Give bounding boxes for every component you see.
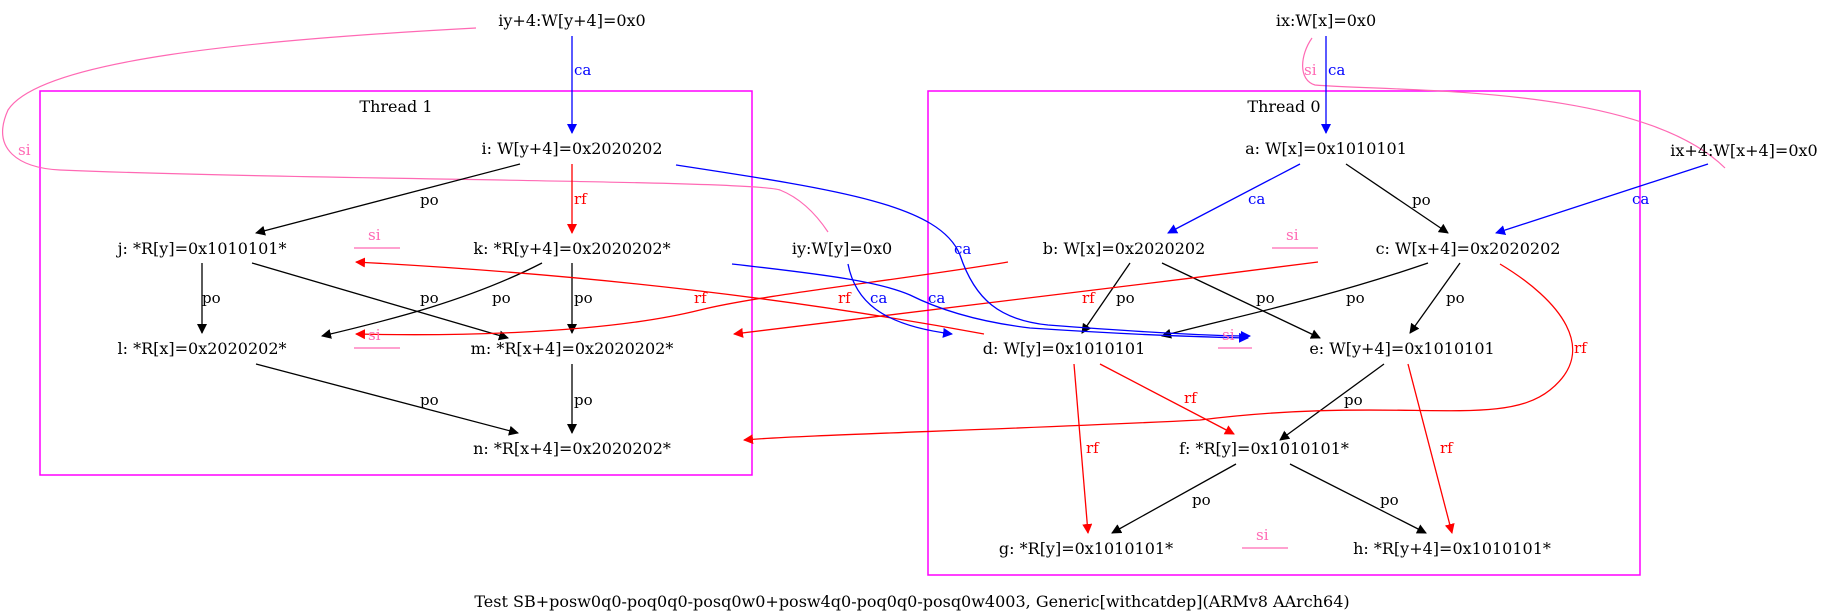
po-edges (197, 163, 1461, 534)
label-po: po (1446, 289, 1465, 307)
ca-edge-iy-e (731, 263, 1249, 343)
label-si: si (1256, 526, 1269, 544)
label-rf: rf (838, 289, 852, 307)
node-l: l: *R[x]=0x2020202* (117, 339, 286, 358)
nodes: iy+4:W[y+4]=0x0 ix:W[x]=0x0 ix+4:W[x+4]=… (116, 11, 1818, 558)
rf-edge-d-f (1099, 363, 1235, 435)
node-a: a: W[x]=0x1010101 (1245, 139, 1407, 158)
label-ca: ca (1632, 190, 1649, 208)
edge-labels: po po po po po po po po po po po po po p… (18, 61, 1649, 544)
node-m: m: *R[x+4]=0x2020202* (471, 339, 674, 358)
po-edge-i-j (255, 163, 521, 236)
label-si: si (18, 141, 31, 159)
label-po: po (1380, 491, 1399, 509)
rf-edges (355, 164, 1574, 534)
label-ca: ca (1248, 190, 1265, 208)
po-edge-b-e (1161, 262, 1321, 339)
ca-edge-iy-d (847, 263, 953, 338)
rf-edge-c-n (743, 263, 1574, 445)
node-d: d: W[y]=0x1010101 (983, 339, 1146, 358)
label-po: po (420, 391, 439, 409)
si-edge-iy4-iy (2, 27, 829, 233)
po-edge-j-m (251, 262, 509, 341)
po-edge-c-e (1409, 262, 1461, 334)
label-ca: ca (1328, 61, 1345, 79)
po-edge-e-f (1279, 363, 1385, 441)
label-rf: rf (1574, 339, 1588, 357)
label-po: po (1192, 491, 1211, 509)
label-po: po (1412, 191, 1431, 209)
node-c: c: W[x+4]=0x2020202 (1376, 239, 1561, 258)
label-si: si (1286, 226, 1299, 244)
node-e: e: W[y+4]=0x1010101 (1309, 339, 1494, 358)
po-edge-f-g (1111, 463, 1237, 534)
label-ca: ca (870, 289, 887, 307)
label-si: si (1304, 61, 1317, 79)
node-ix-init: ix:W[x]=0x0 (1276, 11, 1376, 30)
cluster-thread0-box (927, 90, 1641, 576)
node-ix4-init: ix+4:W[x+4]=0x0 (1670, 141, 1817, 160)
ca-edge-i-e (675, 164, 1251, 341)
node-i: i: W[y+4]=0x2020202 (481, 139, 662, 158)
ca-edge-a-b (1167, 163, 1301, 234)
label-po: po (420, 289, 439, 307)
rf-edge-b-l (355, 261, 1009, 340)
label-rf: rf (694, 289, 708, 307)
rf-edge-d-g (1073, 363, 1093, 534)
cluster-thread0-label: Thread 0 (1247, 97, 1320, 116)
cluster-thread1-label: Thread 1 (359, 97, 432, 116)
cluster-thread1-box (39, 90, 753, 476)
rf-edge-e-h (1407, 363, 1455, 534)
node-b: b: W[x]=0x2020202 (1043, 239, 1206, 258)
ca-edges (567, 36, 1709, 343)
label-rf: rf (1184, 389, 1198, 407)
label-po: po (574, 289, 593, 307)
label-rf: rf (1440, 439, 1454, 457)
node-f: f: *R[y]=0x1010101* (1179, 439, 1349, 458)
label-po: po (1346, 289, 1365, 307)
label-si: si (1222, 326, 1235, 344)
label-ca: ca (928, 289, 945, 307)
po-edge-b-d (1081, 262, 1131, 334)
label-po: po (574, 391, 593, 409)
label-po: po (492, 289, 511, 307)
po-edge-k-l (321, 262, 543, 339)
node-iy4-init: iy+4:W[y+4]=0x0 (498, 11, 645, 30)
label-rf: rf (1086, 439, 1100, 457)
label-po: po (1344, 391, 1363, 409)
node-iy-init: iy:W[y]=0x0 (792, 239, 892, 258)
label-ca: ca (954, 240, 971, 258)
node-k: k: *R[y+4]=0x2020202* (473, 239, 670, 258)
rf-edge-d-j (355, 257, 985, 335)
label-ca: ca (574, 61, 591, 79)
label-po: po (1256, 289, 1275, 307)
si-edge-ix-ix4 (1302, 37, 1726, 169)
rf-edge-c-m (733, 261, 1319, 338)
po-edge-c-d (1161, 262, 1429, 339)
po-edge-a-c (1345, 163, 1449, 234)
label-po: po (1116, 289, 1135, 307)
diagram-caption: Test SB+posw0q0-poq0q0-posq0w0+posw4q0-p… (474, 592, 1349, 611)
node-j: j: *R[y]=0x1010101* (116, 239, 287, 258)
ca-edge-ix4-c (1495, 163, 1709, 235)
node-h: h: *R[y+4]=0x1010101* (1353, 539, 1551, 558)
label-rf: rf (574, 190, 588, 208)
po-edge-l-n (255, 363, 519, 436)
po-edge-f-h (1289, 463, 1427, 534)
node-g: g: *R[y]=0x1010101* (999, 539, 1173, 558)
si-edges (2, 27, 1726, 549)
label-po: po (420, 191, 439, 209)
label-rf: rf (1082, 289, 1096, 307)
label-si: si (368, 226, 381, 244)
label-si: si (368, 326, 381, 344)
label-po: po (202, 289, 221, 307)
node-n: n: *R[x+4]=0x2020202* (473, 439, 671, 458)
